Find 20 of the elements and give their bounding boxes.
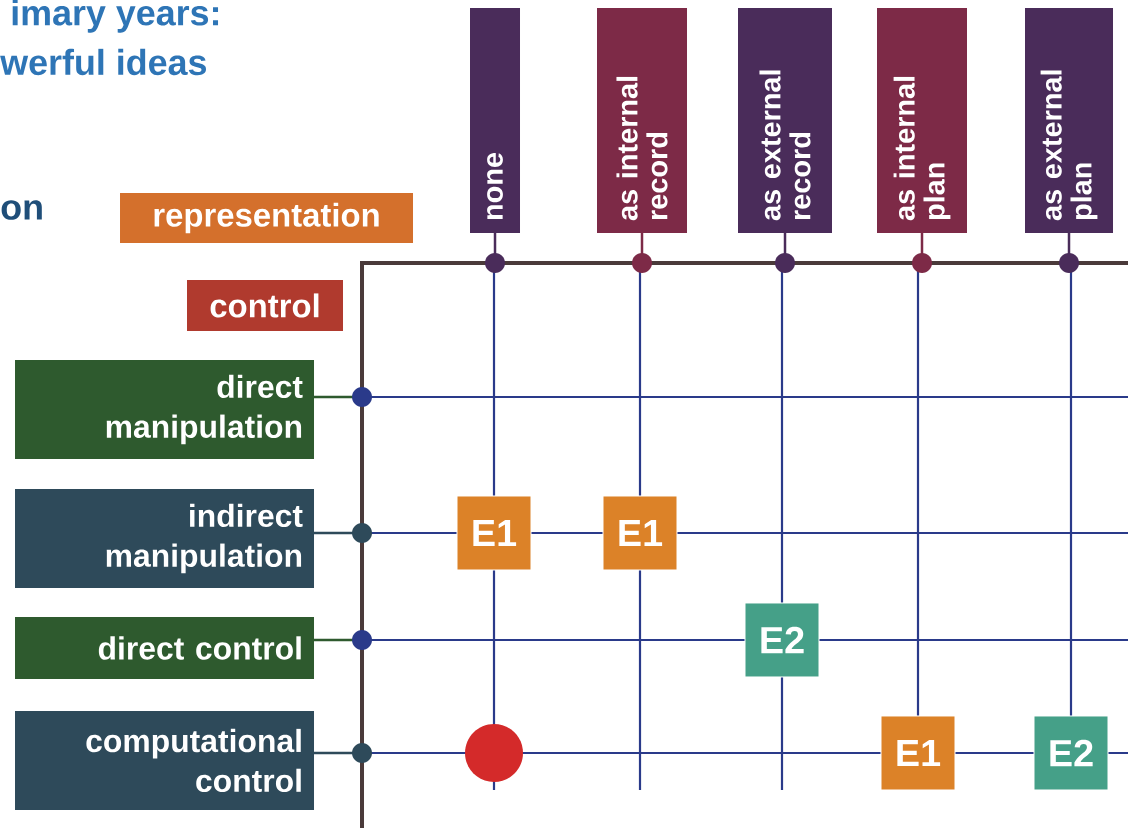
heading-text: imary years:: [12, 0, 219, 33]
dot-marker: [465, 724, 523, 782]
heading-text: on: [1, 200, 42, 220]
column-header: as external record: [738, 8, 832, 273]
row-header: direct control: [15, 617, 372, 679]
row-header: indirect manipulation: [15, 489, 372, 588]
heading-text: werful ideas: [0, 48, 206, 76]
category-label: representation: [120, 193, 413, 243]
column-header: as external plan: [1025, 8, 1113, 273]
column-header: as internal plan: [877, 8, 967, 273]
example-tag: E2: [1033, 715, 1109, 791]
column-header: none: [470, 8, 520, 273]
category-label: control: [187, 280, 343, 331]
row-header: direct manipulation: [15, 360, 372, 459]
example-tag: E1: [456, 495, 532, 571]
example-tag: E1: [602, 495, 678, 571]
row-header: computational control: [15, 711, 372, 810]
example-tag: E2: [744, 602, 820, 678]
column-header: as internal record: [597, 8, 687, 273]
example-tag: E1: [880, 715, 956, 791]
